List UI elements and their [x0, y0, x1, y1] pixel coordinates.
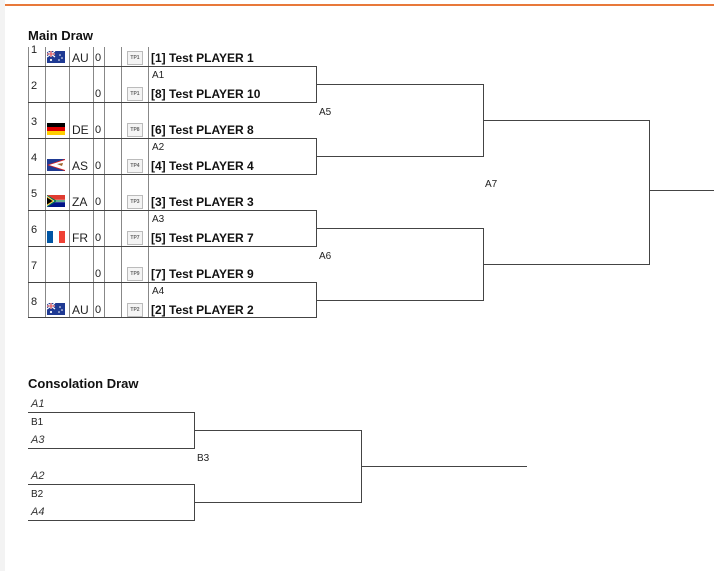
flag-au-icon: [47, 303, 67, 319]
flag-za-icon: [47, 195, 67, 211]
bracket-line: [28, 412, 194, 413]
bracket-line: [28, 174, 316, 175]
score-value: 0: [95, 160, 102, 172]
main-draw-title: Main Draw: [28, 28, 94, 43]
bracket-line: [28, 317, 316, 318]
bracket-line: [28, 282, 316, 283]
draw-position-number: 3: [31, 116, 38, 128]
draw-position-number: 6: [31, 224, 38, 236]
player-badge-icon: TP3: [127, 195, 143, 209]
bracket-line: [28, 102, 316, 103]
score-value: 0: [95, 88, 102, 100]
flag-empty: [47, 87, 67, 103]
player-badge-icon: TP8: [127, 123, 143, 137]
consolation-draw-title: Consolation Draw: [28, 376, 139, 391]
bracket-line: [28, 484, 194, 485]
score-value: 0: [95, 304, 102, 316]
bracket-line: [361, 466, 527, 467]
draw-position-number: 4: [31, 152, 38, 164]
player-badge-icon: TP1: [127, 51, 143, 65]
country-code: AU: [72, 303, 89, 317]
score-value: 0: [95, 196, 102, 208]
bracket-line: [28, 66, 316, 67]
match-label: A6: [319, 251, 332, 262]
player-name-link[interactable]: [8] Test PLAYER 10: [151, 87, 261, 101]
bracket-line: [316, 84, 483, 85]
player-badge-icon: TP1: [127, 87, 143, 101]
bracket-line: [194, 430, 361, 431]
bracket-line: [194, 502, 361, 503]
country-code: AS: [72, 159, 89, 173]
player-badge-icon: TP2: [127, 303, 143, 317]
consolation-slot[interactable]: A2: [31, 470, 45, 482]
consolation-slot[interactable]: A4: [31, 506, 45, 518]
match-label: B1: [31, 417, 44, 428]
bracket-line: [483, 120, 650, 121]
player-name-link[interactable]: [2] Test PLAYER 2: [151, 303, 254, 317]
player-name-link[interactable]: [5] Test PLAYER 7: [151, 231, 254, 245]
top-accent-bar: [5, 4, 714, 6]
score-value: 0: [95, 232, 102, 244]
country-code: AU: [72, 51, 89, 65]
country-code: ZA: [72, 195, 88, 209]
bracket-line: [28, 138, 316, 139]
player-name-link[interactable]: [1] Test PLAYER 1: [151, 51, 254, 65]
consolation-slot[interactable]: A3: [31, 434, 45, 446]
bracket-line: [28, 246, 316, 247]
grid-line: [28, 47, 29, 317]
flag-de-icon: [47, 123, 67, 139]
bracket-line: [316, 300, 483, 301]
grid-line: [69, 47, 70, 317]
match-label: A1: [152, 70, 165, 81]
grid-line: [104, 47, 105, 317]
match-label: B2: [31, 489, 44, 500]
player-badge-icon: TP4: [127, 159, 143, 173]
bracket-line: [649, 190, 714, 191]
score-value: 0: [95, 268, 102, 280]
flag-fr-icon: [47, 231, 67, 247]
consolation-slot[interactable]: A1: [31, 398, 45, 410]
player-badge-icon: TP7: [127, 231, 143, 245]
bracket-line: [28, 448, 194, 449]
score-value: 0: [95, 52, 102, 64]
score-value: 0: [95, 124, 102, 136]
match-label: B3: [197, 453, 210, 464]
flag-as-icon: [47, 159, 67, 175]
country-code: DE: [72, 123, 89, 137]
draw-position-number: 1: [31, 44, 38, 56]
grid-line: [45, 47, 46, 317]
grid-line: [93, 47, 94, 317]
match-label: A4: [152, 286, 165, 297]
draw-position-number: 2: [31, 80, 38, 92]
grid-line: [121, 47, 122, 317]
bracket-line: [649, 120, 650, 265]
flag-empty: [47, 267, 67, 283]
match-label: A2: [152, 142, 165, 153]
bracket-line: [483, 264, 650, 265]
bracket-line: [28, 520, 194, 521]
player-name-link[interactable]: [7] Test PLAYER 9: [151, 267, 254, 281]
draw-position-number: 7: [31, 260, 38, 272]
country-code: FR: [72, 231, 88, 245]
grid-line: [148, 47, 149, 317]
match-label: A3: [152, 214, 165, 225]
left-border: [0, 0, 5, 571]
match-label: A7: [485, 179, 498, 190]
player-name-link[interactable]: [4] Test PLAYER 4: [151, 159, 254, 173]
bracket-line: [316, 156, 483, 157]
draw-position-number: 5: [31, 188, 38, 200]
match-label: A5: [319, 107, 332, 118]
flag-au-icon: [47, 51, 67, 67]
player-name-link[interactable]: [6] Test PLAYER 8: [151, 123, 254, 137]
player-name-link[interactable]: [3] Test PLAYER 3: [151, 195, 254, 209]
bracket-line: [28, 210, 316, 211]
bracket-line: [316, 228, 483, 229]
draw-position-number: 8: [31, 296, 38, 308]
player-badge-icon: TP9: [127, 267, 143, 281]
